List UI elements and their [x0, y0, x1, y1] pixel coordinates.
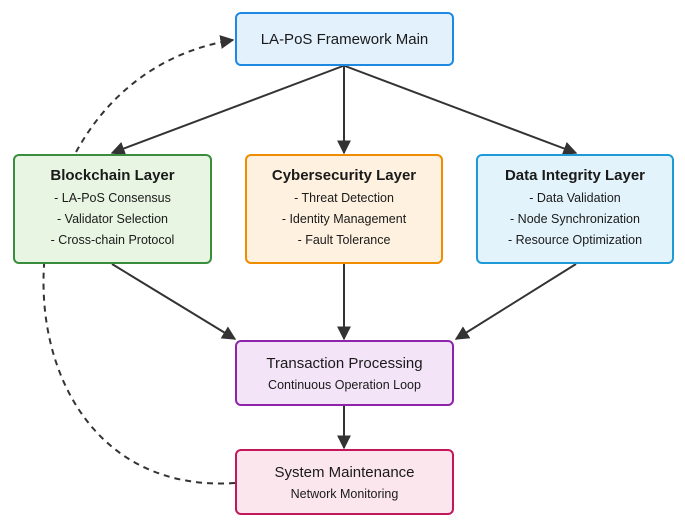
node-transaction-processing: Transaction Processing Continuous Operat… — [235, 340, 454, 406]
node-title: Cybersecurity Layer — [271, 167, 417, 184]
node-item: - Node Synchronization — [510, 212, 640, 226]
node-data-integrity-layer: Data Integrity Layer - Data Validation -… — [476, 154, 674, 264]
node-item: - Identity Management — [281, 212, 407, 226]
node-item: - LA-PoS Consensus — [54, 191, 171, 205]
node-system-maintenance: System Maintenance Network Monitoring — [235, 449, 454, 515]
node-title: System Maintenance — [274, 463, 415, 481]
edge-main-to-blockchain — [110, 65, 344, 156]
node-cybersecurity-layer: Cybersecurity Layer - Threat Detection -… — [245, 154, 443, 264]
node-item: - Cross-chain Protocol — [50, 233, 175, 247]
node-title: Blockchain Layer — [50, 167, 175, 184]
node-subtitle: Network Monitoring — [290, 486, 399, 501]
node-title: Transaction Processing — [266, 354, 423, 372]
node-item: - Resource Optimization — [507, 233, 643, 247]
node-blockchain-layer: Blockchain Layer - LA-PoS Consensus - Va… — [13, 154, 212, 264]
node-item: - Threat Detection — [294, 191, 394, 205]
node-item: - Fault Tolerance — [297, 233, 391, 247]
edge-blockchain-to-transaction — [111, 263, 237, 340]
edge-data-integrity-to-transaction — [454, 263, 577, 340]
node-item: - Validator Selection — [57, 212, 168, 226]
node-title: Data Integrity Layer — [504, 167, 646, 184]
node-subtitle: Continuous Operation Loop — [268, 377, 421, 392]
edge-main-to-data-integrity — [344, 65, 578, 156]
node-la-pos-framework-main: LA-PoS Framework Main — [235, 12, 454, 66]
node-item: - Data Validation — [529, 191, 621, 205]
node-title: LA-PoS Framework Main — [260, 30, 429, 48]
